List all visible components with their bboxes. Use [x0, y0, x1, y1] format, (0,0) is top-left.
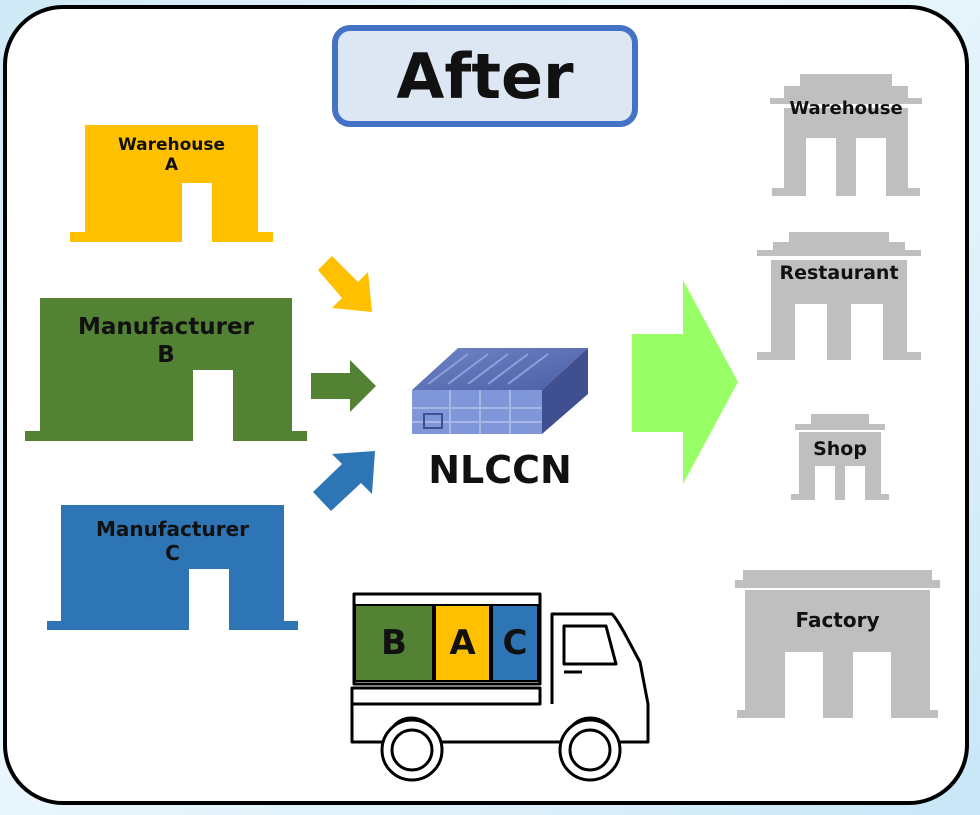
destination-restaurant-shape — [757, 232, 921, 360]
arrow-from-manufacturer-c — [313, 451, 375, 511]
manufacturer-c-shape — [47, 505, 298, 630]
destination-shop-label: Shop — [813, 438, 867, 460]
arrow-from-manufacturer-b — [311, 360, 376, 412]
warehouse-a-label: Warehouse A — [117, 135, 226, 176]
destination-factory-label: Factory — [795, 608, 880, 632]
cargo-a-label: A — [449, 623, 476, 663]
outflow-arrow — [632, 280, 738, 484]
manufacturer-b-shape — [25, 298, 307, 441]
destination-warehouse-label: Warehouse — [789, 98, 903, 119]
destination-warehouse: Warehouse — [770, 68, 922, 198]
destination-restaurant-label: Restaurant — [779, 262, 899, 284]
manufacturer-c-building: Manufacturer C — [47, 505, 298, 630]
nlccn-label: NLCCN — [428, 448, 572, 492]
destination-restaurant: Restaurant — [755, 228, 923, 360]
destination-factory-shape — [735, 570, 940, 718]
cargo-c: C — [491, 604, 539, 682]
title-box: After — [332, 25, 638, 127]
warehouse-a-shape — [70, 125, 273, 242]
manufacturer-b-label: Manufacturer B — [78, 314, 254, 368]
nlccn-hub — [410, 344, 590, 436]
nlccn-device-icon — [412, 348, 588, 434]
arrow-from-warehouse-a — [318, 256, 372, 312]
destination-factory: Factory — [735, 560, 940, 720]
warehouse-a-building: Warehouse A — [70, 125, 273, 242]
cargo-a: A — [434, 604, 491, 682]
cargo-b-label: B — [381, 623, 407, 663]
title-text: After — [396, 39, 574, 113]
destination-shop-shape — [791, 414, 889, 500]
manufacturer-c-label: Manufacturer C — [95, 517, 250, 565]
destination-warehouse-shape — [770, 74, 922, 196]
destination-shop: Shop — [789, 410, 891, 500]
manufacturer-b-building: Manufacturer B — [25, 298, 307, 441]
cargo-b: B — [354, 604, 434, 682]
cargo-c-label: C — [502, 623, 528, 663]
